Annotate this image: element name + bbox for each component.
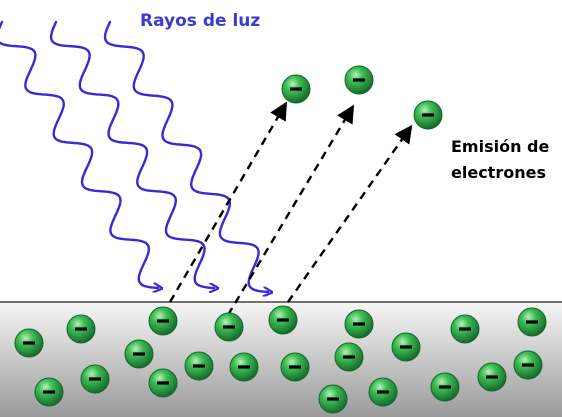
electron-17	[80, 364, 110, 394]
electron-15	[513, 350, 543, 380]
electron-22	[477, 362, 507, 392]
minus-sign-icon	[400, 345, 412, 349]
minus-sign-icon	[23, 341, 35, 345]
electron-14	[391, 332, 421, 362]
electron-11	[229, 352, 259, 382]
electron-9	[124, 339, 154, 369]
minus-sign-icon	[157, 381, 169, 385]
minus-sign-icon	[353, 78, 365, 82]
emitted-electron-1	[281, 74, 311, 104]
minus-sign-icon	[133, 352, 145, 356]
minus-sign-icon	[75, 327, 87, 331]
electrons	[14, 65, 547, 414]
emission-arrow-3	[287, 124, 413, 303]
light-ray-2	[49, 20, 214, 288]
minus-sign-icon	[223, 325, 235, 329]
minus-sign-icon	[522, 363, 534, 367]
electron-4	[66, 314, 96, 344]
minus-sign-icon	[289, 365, 301, 369]
electron-12	[280, 352, 310, 382]
minus-sign-icon	[238, 365, 250, 369]
minus-sign-icon	[89, 377, 101, 381]
electron-13	[334, 342, 364, 372]
electron-2	[214, 312, 244, 342]
emission-label-line1: Emisión de	[451, 137, 550, 156]
minus-sign-icon	[290, 87, 302, 91]
electron-20	[368, 377, 398, 407]
electron-6	[450, 314, 480, 344]
electron-19	[318, 384, 348, 414]
minus-sign-icon	[43, 390, 55, 394]
emitted-electron-3	[413, 100, 443, 130]
light-ray-3	[103, 20, 268, 292]
minus-sign-icon	[486, 375, 498, 379]
electron-5	[344, 309, 374, 339]
minus-sign-icon	[157, 319, 169, 323]
minus-sign-icon	[439, 385, 451, 389]
emission-arrow-2	[226, 104, 355, 316]
electron-8	[14, 328, 44, 358]
light-rays-label: Rayos de luz	[140, 11, 260, 31]
minus-sign-icon	[459, 327, 471, 331]
emission-arrows	[168, 101, 413, 316]
electron-16	[34, 377, 64, 407]
minus-sign-icon	[526, 320, 538, 324]
minus-sign-icon	[193, 364, 205, 368]
minus-sign-icon	[343, 355, 355, 359]
minus-sign-icon	[353, 322, 365, 326]
electron-18	[148, 368, 178, 398]
light-rays	[0, 20, 268, 292]
minus-sign-icon	[277, 318, 289, 322]
minus-sign-icon	[422, 113, 434, 117]
emission-arrow-1	[168, 101, 288, 303]
electron-10	[184, 351, 214, 381]
minus-sign-icon	[377, 390, 389, 394]
electron-7	[517, 307, 547, 337]
emitted-electron-2	[344, 65, 374, 95]
electron-3	[268, 305, 298, 335]
minus-sign-icon	[327, 397, 339, 401]
electron-1	[148, 306, 178, 336]
light-ray-1	[0, 20, 158, 288]
emission-label-line2: electrones	[451, 163, 546, 182]
electron-21	[430, 372, 460, 402]
